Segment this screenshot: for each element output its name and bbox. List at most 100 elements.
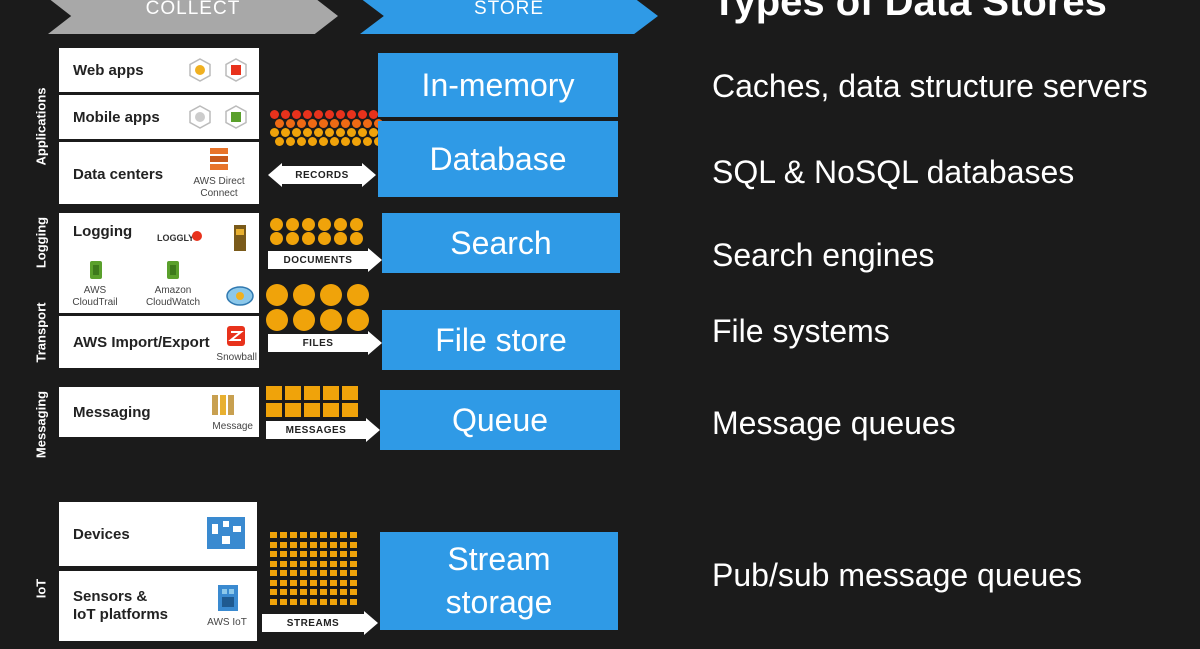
stream-block <box>310 598 317 605</box>
file-dot <box>320 284 342 306</box>
record-dot <box>341 119 350 128</box>
stream-block <box>340 551 347 557</box>
stream-block <box>310 570 317 576</box>
stream-block <box>270 532 277 538</box>
store-database: Database <box>378 121 618 197</box>
aws-iot-icon <box>218 585 238 611</box>
record-dot <box>325 128 334 137</box>
stream-block <box>340 598 347 605</box>
stream-block <box>330 541 337 548</box>
document-dot <box>270 232 283 245</box>
stream-block <box>270 560 277 567</box>
stream-block <box>300 532 307 538</box>
record-dot <box>275 137 284 146</box>
messages-arrow: MESSAGES <box>266 418 380 442</box>
mobile-apps-label: Mobile apps <box>73 109 160 126</box>
stream-block <box>330 579 337 586</box>
document-dot <box>350 218 363 231</box>
collect-header-label: COLLECT <box>145 0 241 19</box>
record-dot <box>352 137 361 146</box>
record-dot <box>297 119 306 128</box>
file-dot <box>266 309 288 331</box>
stream-block <box>310 532 317 538</box>
import-export-label: AWS Import/Export <box>73 334 210 351</box>
desc-file-store: File systems <box>712 313 890 349</box>
collect-import-export: AWS Import/Export Snowball <box>59 316 259 368</box>
collect-mobile-apps: Mobile apps <box>59 95 259 139</box>
messages-arrow-label: MESSAGES <box>266 421 366 439</box>
record-dot <box>330 119 339 128</box>
stream-block <box>350 579 357 586</box>
record-dot <box>314 128 323 137</box>
documents-arrow: DOCUMENTS <box>268 248 382 272</box>
stream-block <box>270 570 277 576</box>
message-block <box>323 386 339 400</box>
message-label: Message <box>212 421 253 432</box>
files-dot-cluster <box>266 284 376 332</box>
message-icon <box>212 395 234 415</box>
mobile-app-gray-icon <box>189 105 211 129</box>
record-dot <box>292 128 301 137</box>
record-dot <box>336 128 345 137</box>
cloudtrail-label: AWS CloudTrail <box>72 285 118 308</box>
stream-block <box>290 570 297 576</box>
stream-block <box>280 598 287 605</box>
document-dot <box>302 218 315 231</box>
devices-label: Devices <box>73 526 130 543</box>
record-dot <box>308 119 317 128</box>
logging-label: Logging <box>73 223 133 240</box>
stream-block <box>330 532 337 538</box>
desc-database: SQL & NoSQL databases <box>712 154 1075 190</box>
stream-block <box>280 532 287 538</box>
record-dot <box>270 128 279 137</box>
snowball-icon <box>227 326 245 346</box>
collect-sensors: Sensors & IoT platforms AWS IoT <box>59 571 257 641</box>
record-dot <box>347 110 356 119</box>
document-dot <box>286 232 299 245</box>
files-arrow-label: FILES <box>268 334 368 352</box>
aws-iot-label: AWS IoT <box>207 617 247 628</box>
svg-text:LOGGLY: LOGGLY <box>157 233 194 243</box>
file-dot <box>293 284 315 306</box>
stream-block <box>350 551 357 557</box>
stream-block <box>330 598 337 605</box>
record-dot <box>341 137 350 146</box>
stream-block <box>330 551 337 557</box>
records-arrow-label: RECORDS <box>282 166 362 184</box>
document-dot <box>286 218 299 231</box>
stream-block <box>320 551 327 557</box>
stream-block <box>320 598 327 605</box>
record-dot <box>303 110 312 119</box>
record-dot <box>303 128 312 137</box>
document-dot <box>318 218 331 231</box>
store-file-store: File store <box>382 310 620 370</box>
documents-dot-cluster <box>270 218 370 250</box>
stream-block <box>290 598 297 605</box>
side-label-applications: Applications <box>33 87 49 166</box>
collect-header: COLLECT <box>48 0 338 34</box>
stream-block <box>350 541 357 548</box>
direct-connect-label: AWS Direct Connect <box>193 176 245 199</box>
stream-block <box>300 541 307 548</box>
messages-block-cluster <box>266 386 366 420</box>
document-dot <box>350 232 363 245</box>
stream-block <box>330 570 337 576</box>
stream-block <box>330 589 337 595</box>
store-header: STORE <box>360 0 658 34</box>
stream-block <box>300 570 307 576</box>
collect-devices: Devices <box>59 502 257 566</box>
stream-block <box>290 560 297 567</box>
stream-block <box>280 560 287 567</box>
streams-grid-cluster <box>270 532 362 606</box>
record-dot <box>270 110 279 119</box>
stream-block <box>280 579 287 586</box>
desc-stream-storage: Pub/sub message queues <box>712 557 1083 593</box>
record-dot <box>286 137 295 146</box>
stream-block <box>270 589 277 595</box>
message-block <box>304 403 320 417</box>
document-dot <box>270 218 283 231</box>
files-arrow: FILES <box>268 331 382 355</box>
stream-block <box>280 570 287 576</box>
stream-block <box>340 589 347 595</box>
stream-block <box>310 579 317 586</box>
